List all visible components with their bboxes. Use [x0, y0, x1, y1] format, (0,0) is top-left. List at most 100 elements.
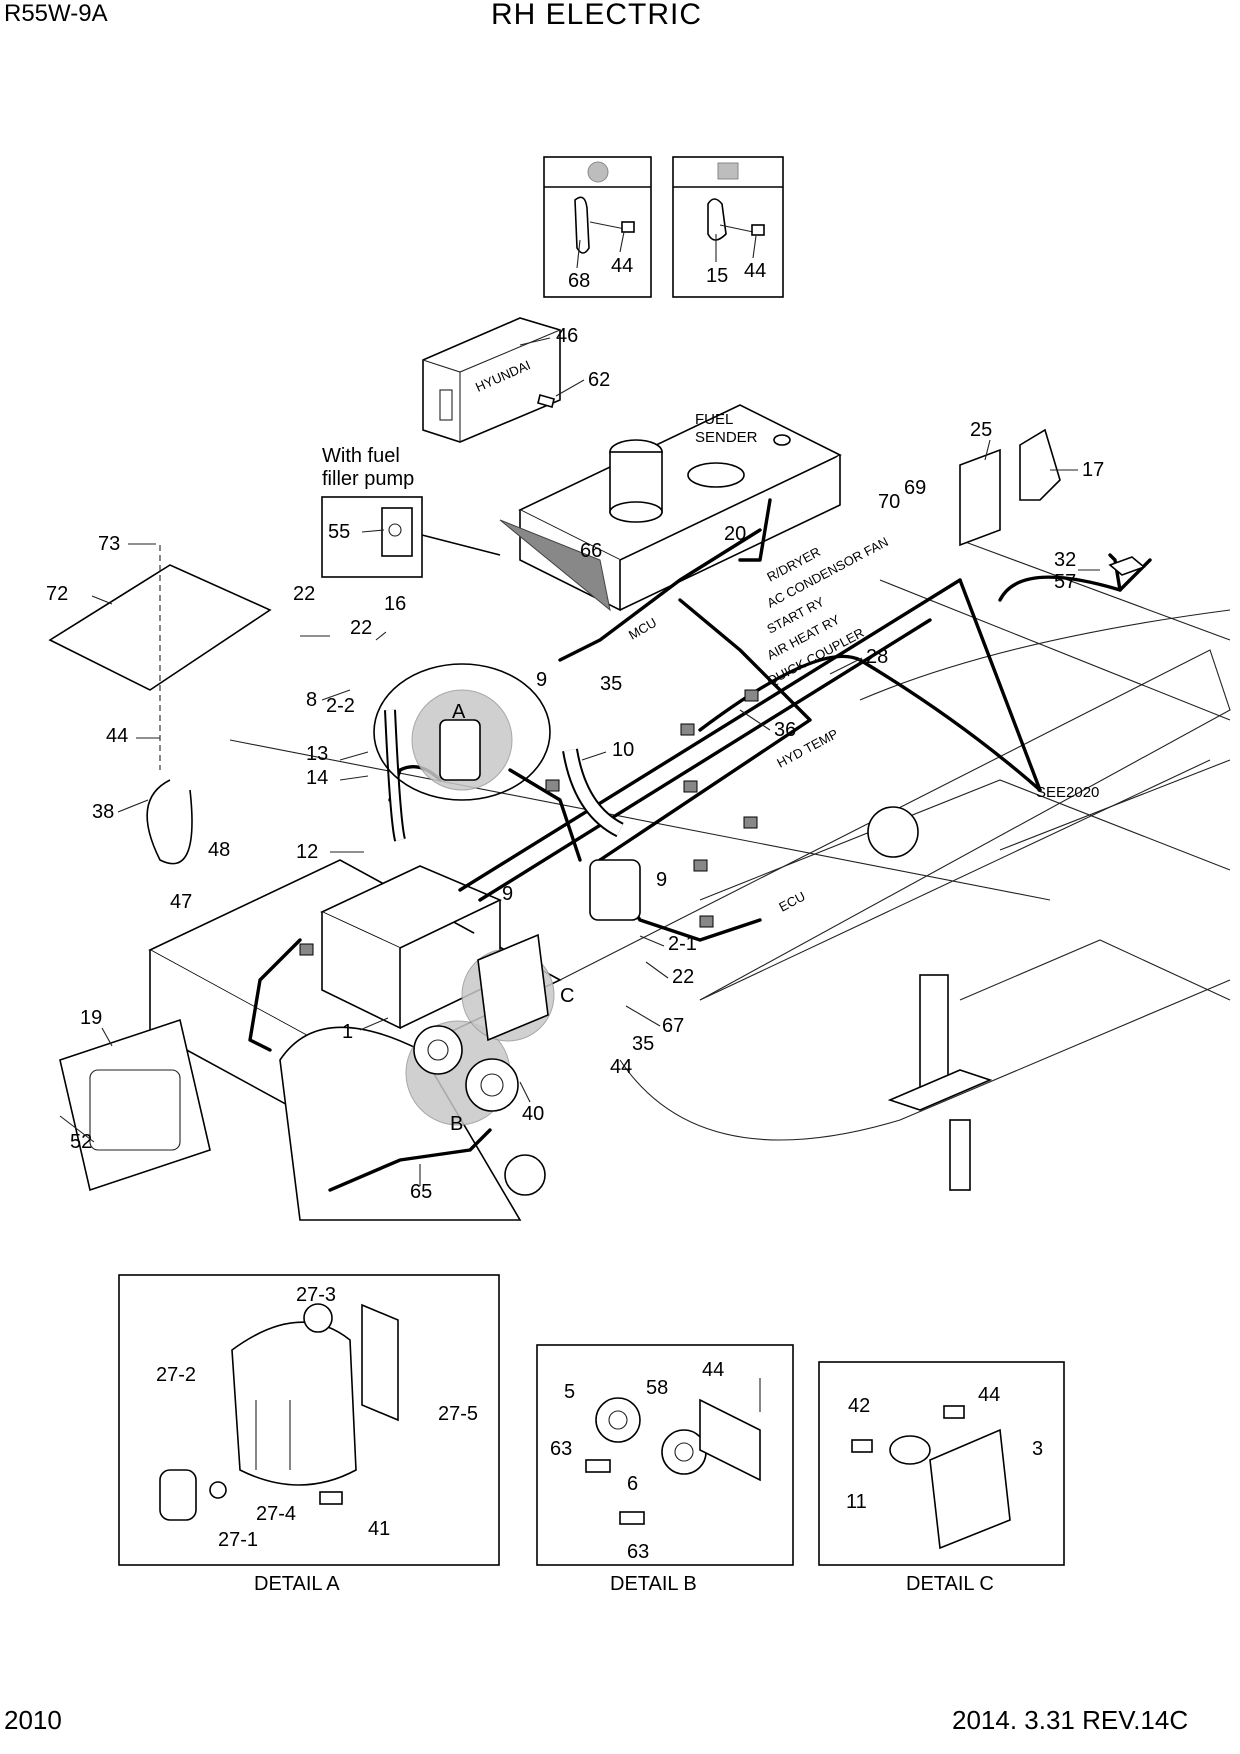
rear-lamp-bracket [959, 428, 1061, 547]
callout-70: 70 [878, 491, 900, 513]
callout-36: 36 [774, 719, 796, 741]
callout-13: 13 [306, 743, 328, 765]
page-number: 2010 [4, 1705, 62, 1735]
fuel-sender-label: FUEL [695, 411, 733, 428]
callout-9: 9 [656, 869, 667, 891]
machine-frame [148, 539, 1231, 1221]
detail-a: 27-3 27-2 27-5 27-4 27-1 41 DETAIL A [118, 1274, 500, 1595]
callout-12: 12 [296, 841, 318, 863]
detail-a-label-27-5: 27-5 [438, 1403, 478, 1425]
callout-32: 32 [1054, 549, 1076, 571]
callout-b: B [450, 1113, 463, 1135]
detail-a-label-27-2: 27-2 [156, 1364, 196, 1386]
detail-b-label-63: 63 [627, 1541, 649, 1563]
callout-9: 9 [536, 669, 547, 691]
callout-68: 68 [568, 270, 590, 292]
callouts: 68 44 15 44 46 62 25 17 69 70 73 72 55 6… [46, 255, 1104, 1203]
detail-a-label-27-1: 27-1 [218, 1529, 258, 1551]
detail-c-label-42: 42 [848, 1395, 870, 1417]
callout-15: 15 [706, 265, 728, 287]
callout-2-2: 2-2 [326, 695, 355, 717]
detail-a-label-27-3: 27-3 [296, 1284, 336, 1306]
callout-35: 35 [600, 673, 622, 695]
callout-62: 62 [588, 369, 610, 391]
leader-lines [59, 231, 1100, 1186]
callout-1: 1 [342, 1021, 353, 1043]
callout-16: 16 [384, 593, 406, 615]
ecu-label: ECU [776, 889, 807, 915]
detail-b-label-6: 6 [627, 1473, 638, 1495]
callout-40: 40 [522, 1103, 544, 1125]
callout-69: 69 [904, 477, 926, 499]
callout-10: 10 [612, 739, 634, 761]
callout-25: 25 [970, 419, 992, 441]
callout-72: 72 [46, 583, 68, 605]
callout-20: 20 [724, 523, 746, 545]
revision-label: 2014. 3.31 REV.14C [952, 1705, 1189, 1735]
detail-b-label-44: 44 [702, 1359, 724, 1381]
hoses [384, 709, 641, 921]
callout-48: 48 [208, 839, 230, 861]
with-fuel-label-2: filler pump [322, 468, 414, 490]
callout-44: 44 [744, 260, 766, 282]
detail-a-label-27-4: 27-4 [256, 1503, 296, 1525]
callout-52: 52 [70, 1131, 92, 1153]
detail-b-label-58: 58 [646, 1377, 668, 1399]
callout-22: 22 [293, 583, 315, 605]
callout-65: 65 [410, 1181, 432, 1203]
detail-c-label-11: 11 [846, 1491, 867, 1513]
callout-67: 67 [662, 1015, 684, 1037]
detail-a-label-41: 41 [368, 1518, 390, 1540]
callout-c: C [560, 985, 574, 1007]
fuel-filler-pump-box [321, 496, 423, 578]
callout-8: 8 [306, 689, 317, 711]
with-fuel-label: With fuel [322, 445, 400, 467]
callout-22: 22 [672, 966, 694, 988]
detail-b-label-63: 63 [550, 1438, 572, 1460]
detail-c-caption: DETAIL C [906, 1573, 994, 1595]
lamp-57 [1108, 556, 1146, 576]
model-label: R55W-9A [4, 0, 108, 27]
callout-a: A [452, 701, 466, 723]
callout-55: 55 [328, 521, 350, 543]
clamp-box-round [543, 156, 652, 298]
detail-b-caption: DETAIL B [610, 1573, 697, 1595]
callout-35: 35 [632, 1033, 654, 1055]
callout-44: 44 [106, 725, 128, 747]
pump-pointer [421, 534, 501, 556]
callout-57: 57 [1054, 571, 1076, 593]
harness-markers [299, 689, 759, 956]
detail-c: 42 44 3 11 DETAIL C [818, 1361, 1065, 1595]
callout-9: 9 [502, 883, 513, 905]
callout-66: 66 [580, 540, 602, 562]
wiring-harness [248, 498, 1152, 1192]
callout-22: 22 [350, 617, 372, 639]
detail-b: 44 5 58 63 6 63 DETAIL B [536, 1344, 794, 1595]
callout-73: 73 [98, 533, 120, 555]
callout-38: 38 [92, 801, 114, 823]
fill-arrow [499, 519, 611, 612]
callout-47: 47 [170, 891, 192, 913]
detail-c-label-44: 44 [978, 1384, 1000, 1406]
callout-44: 44 [610, 1056, 632, 1078]
detail-c-label-3: 3 [1032, 1438, 1043, 1460]
callout-46: 46 [556, 325, 578, 347]
callout-14: 14 [306, 767, 328, 789]
callout-28: 28 [866, 646, 888, 668]
page-title: RH ELECTRIC [491, 0, 703, 31]
callout-44: 44 [611, 255, 633, 277]
work-lamp [59, 1018, 211, 1192]
heater-hose [146, 779, 193, 865]
mcu-label: MCU [626, 615, 659, 643]
battery [320, 865, 502, 1030]
callout-17: 17 [1082, 459, 1104, 481]
detail-b-label-5: 5 [564, 1381, 575, 1403]
see-reference: SEE2020 [1036, 784, 1099, 801]
detail-a-caption: DETAIL A [254, 1573, 340, 1595]
callout-19: 19 [80, 1007, 102, 1029]
fuel-sender-label-2: SENDER [695, 429, 758, 446]
controller-unit: HYUNDAI [422, 317, 561, 443]
clamp-box-square [672, 156, 784, 298]
callout-2-1: 2-1 [668, 933, 697, 955]
